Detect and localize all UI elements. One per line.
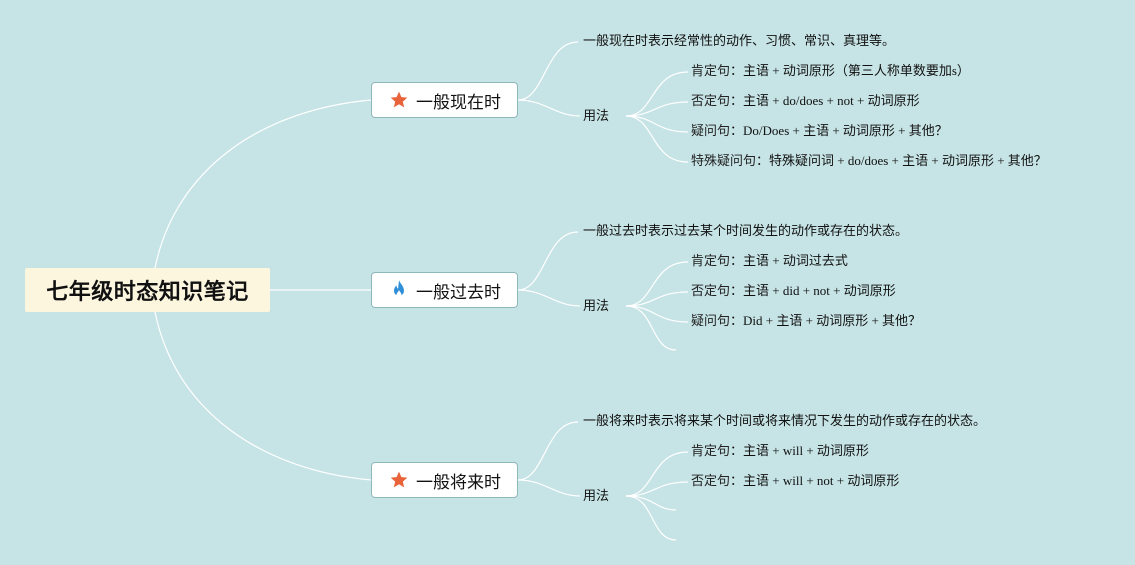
flame-icon xyxy=(388,279,410,301)
rule-item: 疑问句：Did + 主语 + 动词原形 + 其他？ xyxy=(691,313,921,329)
topic-title: 一般将来时 xyxy=(416,472,501,493)
star-icon xyxy=(388,469,410,491)
rule-label: 否定句 xyxy=(691,93,731,108)
rule-separator: ： xyxy=(730,63,744,78)
rule-item: 疑问句：Do/Does + 主语 + 动词原形 + 其他？ xyxy=(691,123,948,139)
topic-title: 一般过去时 xyxy=(416,282,501,303)
rule-separator: ： xyxy=(730,443,744,458)
topic-title: 一般现在时 xyxy=(416,92,501,113)
rule-text: 主语 + do/does + not + 动词原形 xyxy=(743,93,920,108)
rule-text: Did + 主语 + 动词原形 + 其他？ xyxy=(743,313,922,328)
topic-simple-present[interactable]: 一般现在时 xyxy=(371,82,518,118)
rule-item: 否定句：主语 + do/does + not + 动词原形 xyxy=(691,93,920,109)
rule-label: 否定句 xyxy=(691,473,731,488)
topic-simple-future[interactable]: 一般将来时 xyxy=(371,462,518,498)
rule-separator: ： xyxy=(756,153,770,168)
rule-item: 特殊疑问句：特殊疑问词 + do/does + 主语 + 动词原形 + 其他？ xyxy=(691,153,1047,169)
rule-label: 肯定句 xyxy=(691,443,731,458)
definition-text: 一般将来时表示将来某个时间或将来情况下发生的动作或存在的状态。 xyxy=(583,414,987,429)
rule-text: 主语 + will + 动词原形 xyxy=(743,443,869,458)
rule-label: 否定句 xyxy=(691,283,731,298)
rule-label: 特殊疑问句 xyxy=(691,153,757,168)
rule-label: 肯定句 xyxy=(691,63,731,78)
rule-text: Do/Does + 主语 + 动词原形 + 其他？ xyxy=(743,123,948,138)
star-icon xyxy=(388,89,410,111)
rule-item: 肯定句：主语 + will + 动词原形 xyxy=(691,443,869,459)
rule-separator: ： xyxy=(730,473,744,488)
rule-item: 肯定句：主语 + 动词原形（第三人称单数要加s） xyxy=(691,63,970,79)
rule-text: 主语 + 动词过去式 xyxy=(743,253,848,268)
rule-text: 主语 + did + not + 动词原形 xyxy=(743,283,896,298)
definition-text: 一般过去时表示过去某个时间发生的动作或存在的状态。 xyxy=(583,224,909,239)
rule-text: 主语 + 动词原形（第三人称单数要加s） xyxy=(743,63,970,78)
rule-item: 否定句：主语 + did + not + 动词原形 xyxy=(691,283,896,299)
rule-item: 否定句：主语 + will + not + 动词原形 xyxy=(691,473,899,489)
usage-label: 用法 xyxy=(583,489,610,504)
rule-separator: ： xyxy=(730,313,744,328)
usage-label: 用法 xyxy=(583,109,610,124)
rule-separator: ： xyxy=(730,93,744,108)
root-title: 七年级时态知识笔记 xyxy=(46,280,249,305)
topic-simple-past[interactable]: 一般过去时 xyxy=(371,272,518,308)
rule-separator: ： xyxy=(730,123,744,138)
rule-label: 疑问句 xyxy=(691,313,731,328)
rule-item: 肯定句：主语 + 动词过去式 xyxy=(691,253,848,269)
usage-label: 用法 xyxy=(583,299,610,314)
rule-label: 肯定句 xyxy=(691,253,731,268)
definition-text: 一般现在时表示经常性的动作、习惯、常识、真理等。 xyxy=(583,34,896,49)
rule-text: 主语 + will + not + 动词原形 xyxy=(743,473,900,488)
rule-label: 疑问句 xyxy=(691,123,731,138)
rule-separator: ： xyxy=(730,253,744,268)
root-topic[interactable]: 七年级时态知识笔记 xyxy=(25,268,270,312)
rule-text: 特殊疑问词 + do/does + 主语 + 动词原形 + 其他？ xyxy=(769,153,1047,168)
rule-separator: ： xyxy=(730,283,744,298)
